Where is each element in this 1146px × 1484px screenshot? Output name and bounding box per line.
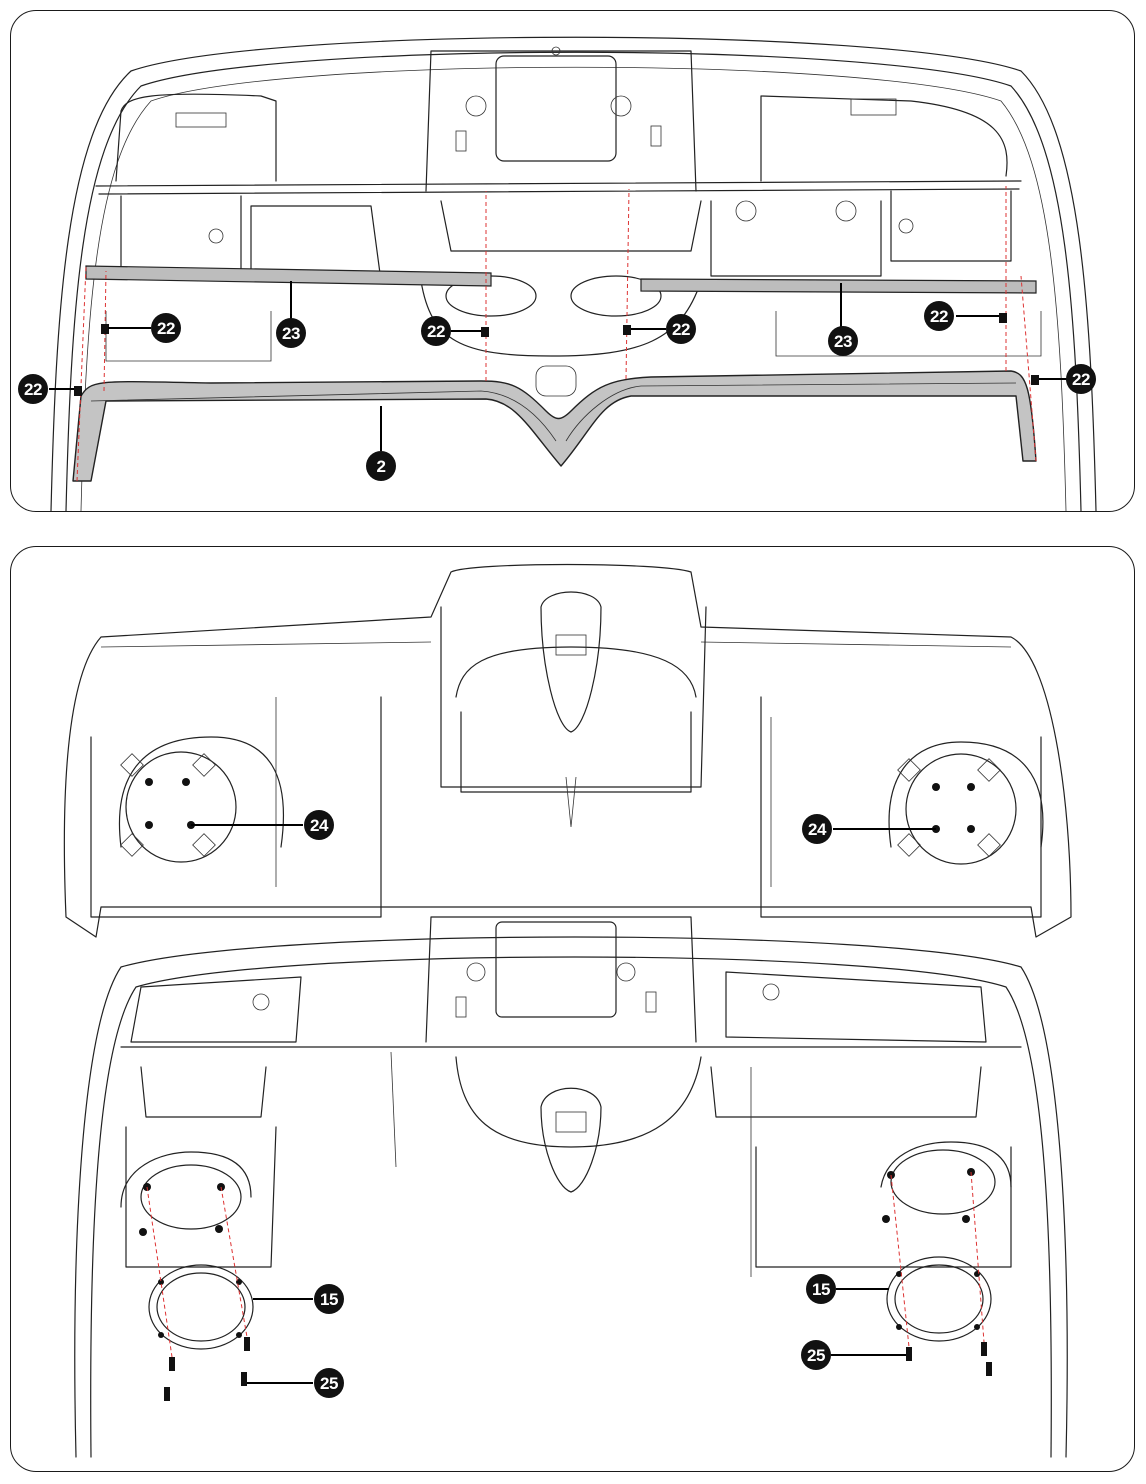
callout-15-right: 15	[806, 1274, 836, 1304]
speaker-left	[148, 1264, 254, 1350]
install-guides-top	[76, 186, 1037, 482]
svg-text:23: 23	[282, 324, 300, 343]
callout-22-a: 22	[151, 313, 181, 343]
svg-text:22: 22	[672, 320, 690, 339]
svg-text:22: 22	[1072, 370, 1090, 389]
svg-text:2: 2	[377, 457, 386, 476]
dashboard-rear-view	[63, 563, 1072, 938]
callout-24-right: 24	[802, 814, 832, 844]
leader-lines-top	[49, 281, 1071, 451]
callout-22-d: 22	[924, 301, 954, 331]
svg-text:23: 23	[834, 332, 852, 351]
bottom-assembly-panel: 24 24 15 25 15 25	[10, 546, 1135, 1472]
svg-text:22: 22	[157, 319, 175, 338]
leader-lines-bottom	[191, 824, 936, 1384]
callout-25-left: 25	[314, 1368, 344, 1398]
callout-15-left: 15	[314, 1284, 344, 1314]
callout-22-f: 22	[1066, 364, 1096, 394]
callout-22-b: 22	[421, 316, 451, 346]
svg-text:25: 25	[807, 1346, 825, 1365]
dashboard-front-view	[74, 916, 1068, 1458]
bottom-assembly-drawing: 24 24 15 25 15 25	[63, 563, 1072, 1458]
svg-text:25: 25	[320, 1374, 338, 1393]
svg-text:22: 22	[930, 307, 948, 326]
svg-text:22: 22	[24, 380, 42, 399]
callout-24-left: 24	[304, 810, 334, 840]
top-assembly-drawing: 22 23 22 22 23 22 22 22	[18, 36, 1097, 511]
trim-strip-right	[640, 278, 1037, 294]
svg-text:24: 24	[310, 816, 329, 835]
dashboard-shell-top	[50, 36, 1097, 511]
callout-25-right: 25	[801, 1340, 831, 1370]
lower-trim-rail	[72, 370, 1037, 482]
install-guides-bottom	[146, 1171, 985, 1358]
speaker-right	[886, 1256, 992, 1342]
clip-fasteners	[74, 313, 1039, 396]
callout-2: 2	[366, 451, 396, 481]
svg-text:15: 15	[812, 1280, 830, 1299]
svg-text:15: 15	[320, 1290, 338, 1309]
top-assembly-panel: 22 23 22 22 23 22 22 22	[10, 10, 1135, 512]
svg-text:24: 24	[808, 820, 827, 839]
svg-text:22: 22	[427, 322, 445, 341]
callout-22-e: 22	[18, 374, 48, 404]
callout-23-right: 23	[828, 326, 858, 356]
callout-23-left: 23	[276, 318, 306, 348]
callout-22-c: 22	[666, 314, 696, 344]
speaker-screws	[164, 1337, 992, 1401]
trim-strip-left	[85, 265, 492, 287]
